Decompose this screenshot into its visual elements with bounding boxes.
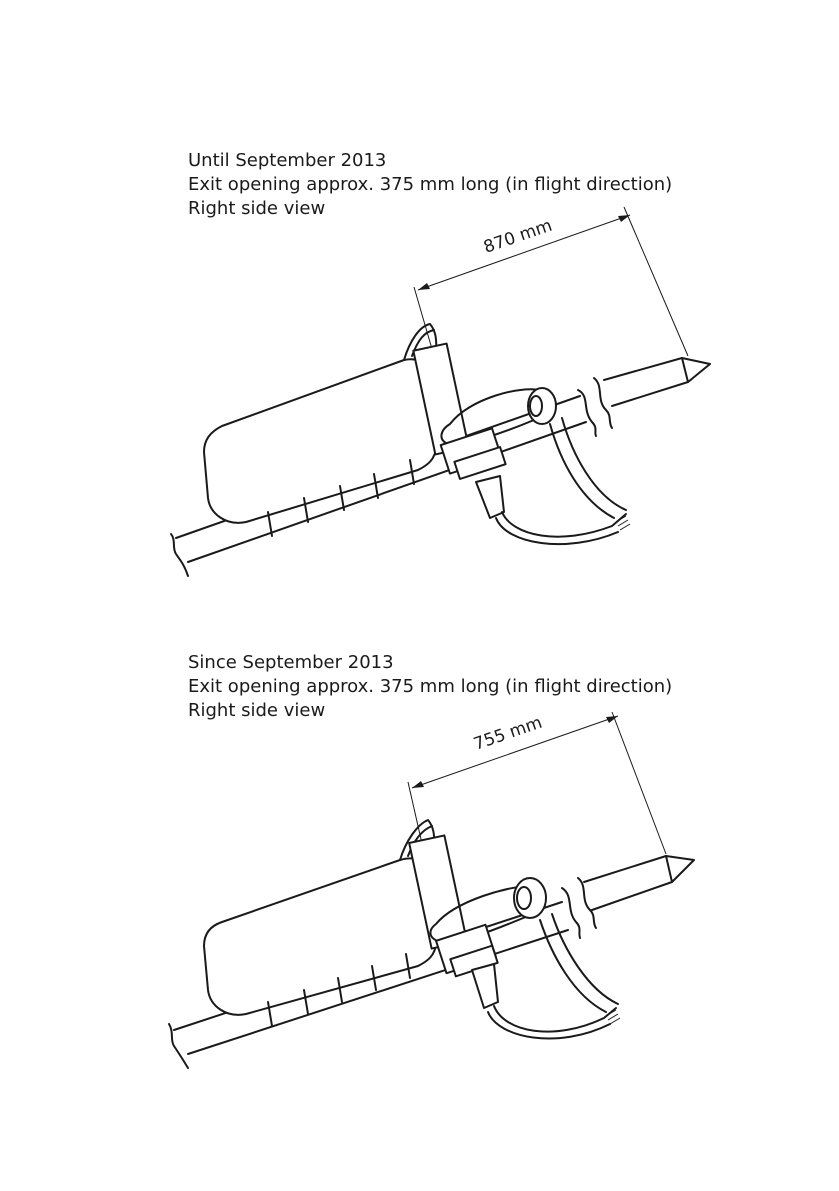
bridle-clamp bbox=[409, 835, 546, 1008]
rigging-drawing-since-2013: 755 mm bbox=[0, 702, 839, 1102]
caption-title: Until September 2013 bbox=[188, 149, 672, 173]
deployment-bag bbox=[204, 324, 438, 523]
deployment-bag bbox=[204, 820, 436, 1015]
bridle-clamp bbox=[413, 344, 556, 518]
rigging-drawing-until-2013: 870 mm bbox=[0, 200, 839, 600]
caption-exit-opening: Exit opening approx. 375 mm long (in fli… bbox=[188, 173, 672, 197]
dimension-label: 870 mm bbox=[481, 216, 555, 258]
control-cable bbox=[496, 418, 630, 544]
control-cable bbox=[488, 914, 620, 1039]
dimension-label: 755 mm bbox=[471, 713, 545, 755]
caption-exit-opening: Exit opening approx. 375 mm long (in fli… bbox=[188, 675, 672, 699]
caption-title: Since September 2013 bbox=[188, 651, 672, 675]
